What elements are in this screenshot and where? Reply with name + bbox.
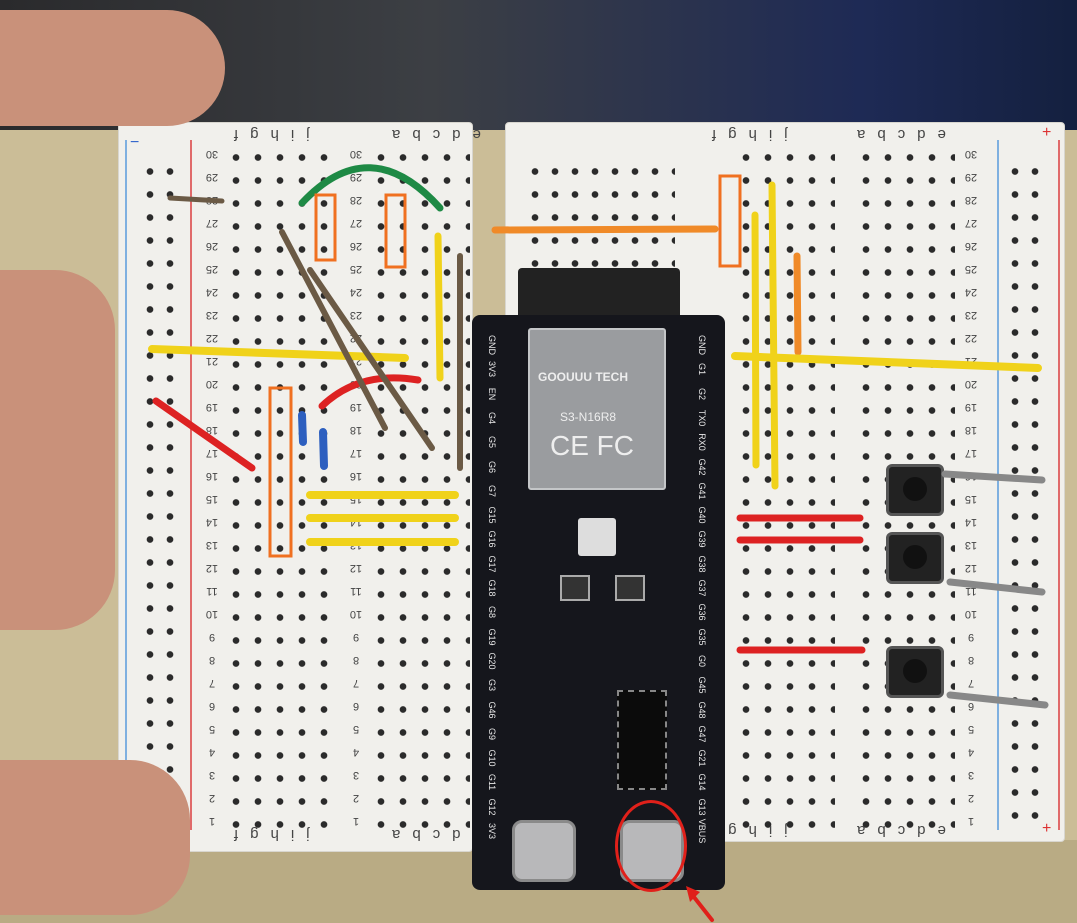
resistor-blue [319,428,328,470]
reset-button[interactable] [615,575,645,601]
wire-red [152,397,256,472]
power-rail-right [1005,160,1050,820]
rail-line-red [190,140,192,830]
thumb [0,760,190,915]
push-button-2[interactable] [886,532,944,584]
wire-brown [167,195,225,204]
highlight-box [718,174,742,268]
usb-c-port-left[interactable] [512,820,576,882]
push-button-3[interactable] [886,646,944,698]
wire-gray [946,691,1049,709]
module-model: S3-N16R8 [560,410,617,424]
resistor-blue [298,411,307,446]
wire-brown [279,229,388,431]
wire-green [298,164,444,212]
finger-top [0,10,225,126]
rail-line-blue [997,140,999,830]
module-cert: CE FC [550,430,634,461]
rail-line-blue [125,140,127,830]
usb-uart-chip [617,690,667,790]
highlight-box [268,386,293,558]
rail-plus-label: + [1042,820,1052,837]
push-button-1[interactable] [886,464,944,516]
wire-yellow [751,211,760,469]
rail-line-red [1058,140,1060,830]
wire-gray [946,578,1046,596]
boot-button[interactable] [560,575,590,601]
highlight-box [314,193,337,262]
wire-orange [491,225,719,234]
wire-yellow [768,181,779,490]
wire-gray [941,470,1046,484]
finger-middle [0,270,115,630]
wire-red-arc [318,374,422,410]
wire-brown [307,267,435,451]
rail-minus-label: − [130,134,140,151]
module-brand: GOOUUU TECH [538,370,628,384]
terminal-strip-fj-right [735,146,835,836]
highlight-box [384,193,407,269]
wire-yellow [731,352,1042,372]
highlight-circle [615,800,687,892]
wire-yellow [148,345,409,362]
rgb-led [578,518,616,556]
wire-orange [793,252,802,356]
rail-plus-label: + [1042,124,1052,141]
arrow-head [686,886,700,902]
wire-yellow [434,232,444,382]
wifi-module: GOOUUU TECH S3-N16R8 CE FC [528,328,666,490]
power-rail-left [140,160,182,820]
